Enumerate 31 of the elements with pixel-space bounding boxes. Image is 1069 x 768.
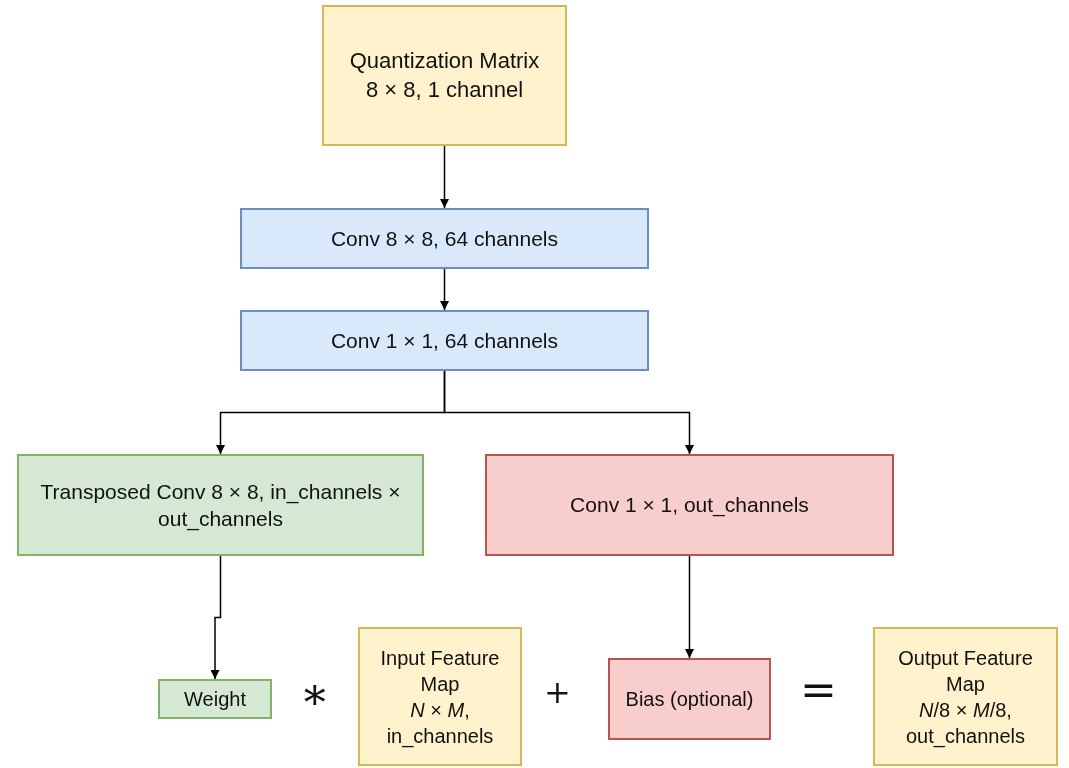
box-label: Conv 8 × 8, 64 channels	[330, 225, 559, 252]
box-label: Quantization Matrix	[349, 46, 540, 75]
process-box	[358, 627, 522, 766]
box-label: Conv 1 × 1, 64 channels	[330, 327, 559, 354]
box-label: N/8 × M/8,	[919, 697, 1012, 723]
multiply-operator: ∗	[300, 672, 330, 716]
process-box	[240, 208, 649, 269]
box-label: 8 × 8, 1 channel	[365, 75, 524, 104]
box-label: N × M,	[410, 697, 470, 723]
process-box	[322, 5, 567, 146]
equals-operator: =	[800, 668, 837, 712]
box-label: Bias (optional)	[625, 687, 754, 712]
process-box	[17, 454, 424, 556]
plus-operator: +	[544, 676, 571, 708]
process-box	[608, 658, 771, 740]
box-label: out_channels	[906, 723, 1025, 749]
arrow	[210, 555, 222, 680]
box-label: Conv 1 × 1, out_channels	[570, 492, 809, 519]
process-box	[873, 627, 1058, 766]
box-label: Weight	[184, 687, 246, 712]
process-box	[485, 454, 894, 556]
arrow	[443, 370, 694, 455]
arrow	[440, 268, 449, 311]
box-label: Transposed Conv 8 × 8, in_channels × out_channels	[39, 478, 402, 533]
arrow	[685, 555, 694, 659]
box-label: in_channels	[386, 723, 494, 749]
box-label: Output Feature Map	[897, 645, 1034, 697]
box-label: Input Feature Map	[379, 645, 501, 697]
arrow	[440, 145, 449, 209]
process-box	[158, 679, 272, 719]
process-box	[240, 310, 649, 371]
